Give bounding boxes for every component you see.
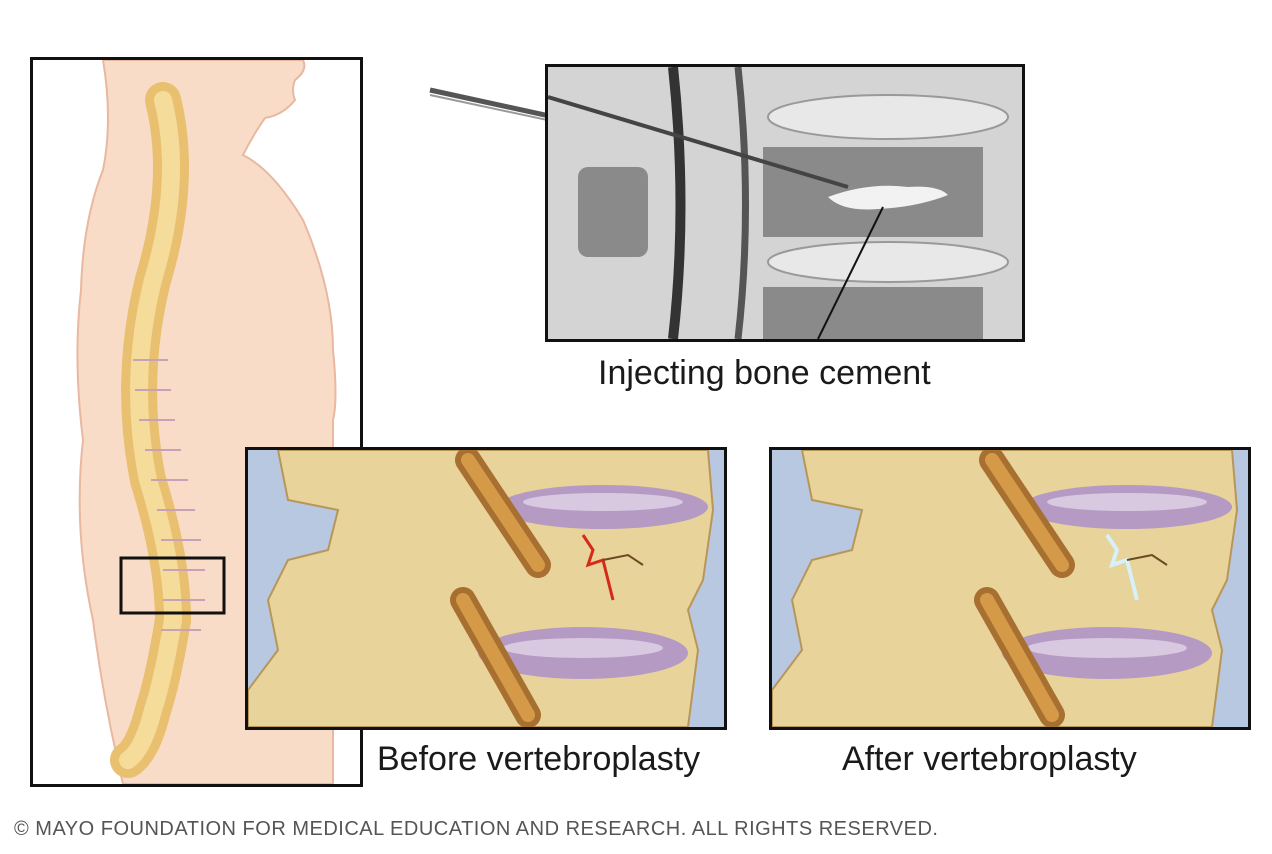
after-panel [769, 447, 1251, 730]
copyright-notice: © MAYO FOUNDATION FOR MEDICAL EDUCATION … [14, 818, 939, 840]
before-panel [245, 447, 727, 730]
before-vertebrae-illustration [248, 450, 724, 727]
after-vertebrae-illustration [772, 450, 1248, 727]
injection-xray-panel [545, 64, 1025, 342]
lumbar-highlight-box [119, 556, 226, 615]
caption-before-vertebroplasty: Before vertebroplasty [377, 740, 701, 778]
xray-illustration [548, 67, 1022, 339]
caption-injecting-bone-cement: Injecting bone cement [598, 354, 931, 392]
caption-after-vertebroplasty: After vertebroplasty [842, 740, 1137, 778]
